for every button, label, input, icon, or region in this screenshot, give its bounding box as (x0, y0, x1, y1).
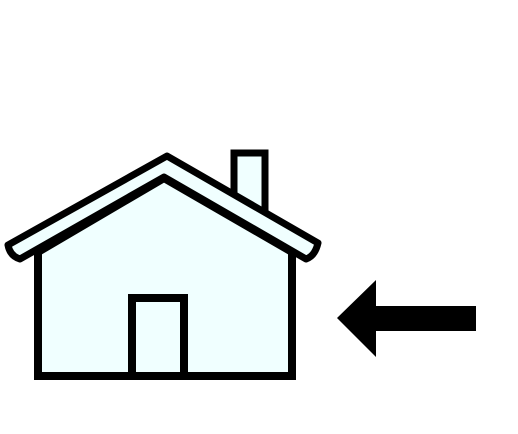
arrow-shape (337, 280, 476, 357)
house-roof (4, 152, 322, 263)
house-door (128, 294, 188, 380)
house-icon (4, 149, 322, 380)
arrow-left-icon (337, 280, 476, 357)
